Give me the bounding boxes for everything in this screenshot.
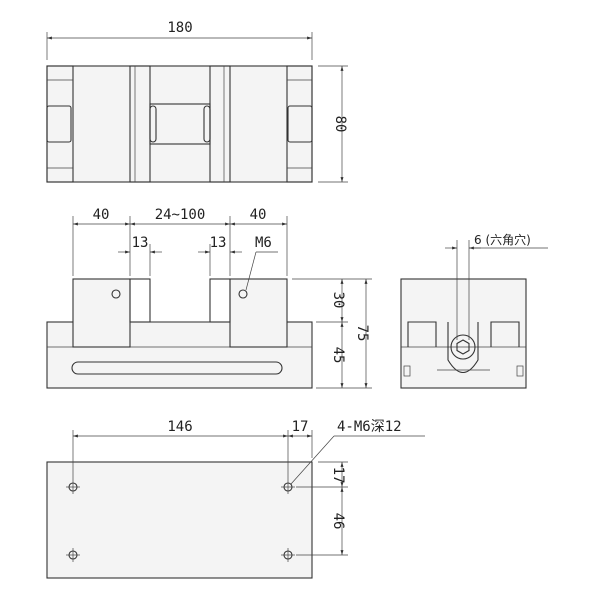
range-dim-label: 24~100: [155, 207, 206, 223]
front-right-tap-hole: [238, 289, 248, 299]
edge-offset-dim-label: 17: [292, 419, 309, 435]
top-view: 180 80: [46, 20, 348, 183]
side-right-shoulder: [490, 321, 520, 347]
right-slot-dim-label: 13: [210, 235, 227, 251]
base-hole: [281, 480, 295, 494]
front-left-tap-hole: [111, 289, 121, 299]
thread-label: M6: [255, 235, 272, 251]
hex-socket-label: 6 (六角穴): [474, 232, 531, 247]
front-right-jaw: [229, 278, 288, 348]
side-screw-head: [450, 334, 476, 360]
vertical-offset-dim-label: 17: [330, 467, 346, 484]
base-view: 146 17 4-M6深12 17 46: [46, 419, 425, 579]
lower-height-dim-label: 45: [330, 347, 346, 364]
top-left-slot: [46, 105, 72, 143]
side-outline: [400, 278, 527, 389]
front-left-jaw: [72, 278, 131, 348]
top-view-outline: [46, 65, 313, 183]
base-hole: [66, 548, 80, 562]
width-dim-label: 180: [167, 20, 192, 36]
vertical-pitch-dim-label: 46: [330, 513, 346, 530]
side-view: 6 (六角穴): [400, 232, 548, 389]
base-hole: [66, 480, 80, 494]
left-slot-dim-label: 13: [132, 235, 149, 251]
base-hole: [281, 548, 295, 562]
total-height-dim-label: 75: [354, 325, 370, 342]
front-base-slot: [71, 361, 283, 375]
side-left-shoulder: [407, 321, 437, 347]
hole-span-dim-label: 146: [167, 419, 192, 435]
front-view: 40 24~100 40 13 13 M6 30 45 75: [46, 207, 372, 389]
right-jaw-dim-label: 40: [250, 207, 267, 223]
side-screw-housing: [447, 322, 479, 374]
hex-socket-icon: [456, 339, 470, 355]
left-jaw-dim-label: 40: [93, 207, 110, 223]
upper-height-dim-label: 30: [330, 292, 346, 309]
height-dim-label: 80: [332, 116, 348, 133]
top-right-slot: [287, 105, 313, 143]
holes-label: 4-M6深12: [337, 419, 402, 435]
base-outline: [46, 461, 313, 579]
